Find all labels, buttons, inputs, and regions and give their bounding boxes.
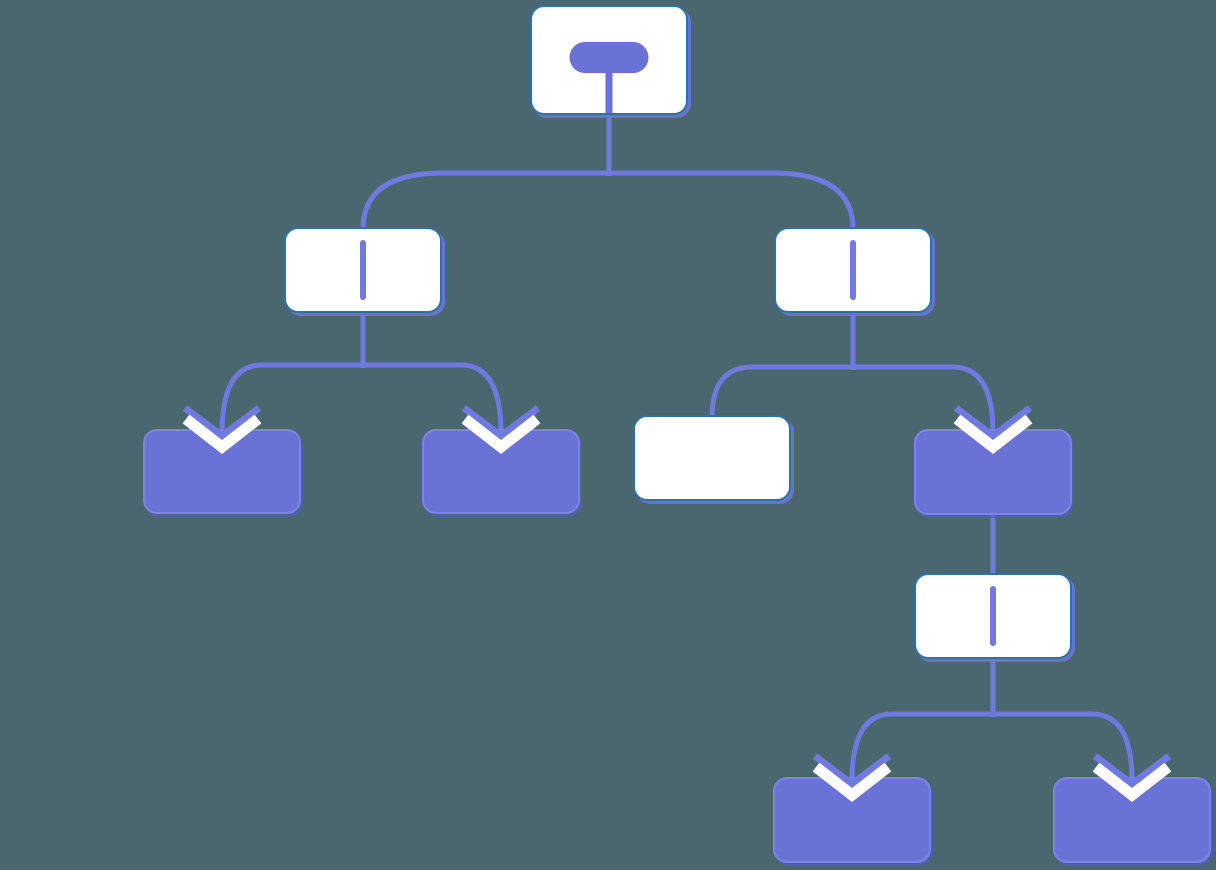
node-divider-bar: [850, 240, 856, 300]
tree-node-leaf-left-1[interactable]: [143, 429, 301, 514]
tree-node-leaf-left-2[interactable]: [422, 429, 580, 514]
tree-node-branch-left[interactable]: [284, 227, 442, 313]
tree-node-leaf-bottom-2[interactable]: [1053, 777, 1211, 863]
node-divider-bar: [360, 240, 366, 300]
tree-node-leaf-right[interactable]: [914, 429, 1072, 515]
tree-node-branch-right[interactable]: [774, 227, 932, 313]
root-node-pill-stem: [605, 69, 613, 113]
root-node-pill: [569, 42, 649, 73]
node-divider-bar: [990, 586, 996, 646]
tree-node-child-plain[interactable]: [633, 415, 791, 501]
tree-node-root[interactable]: [530, 5, 688, 115]
tree-node-leaf-bottom-1[interactable]: [773, 777, 931, 863]
tree-node-branch-lower[interactable]: [914, 573, 1072, 659]
